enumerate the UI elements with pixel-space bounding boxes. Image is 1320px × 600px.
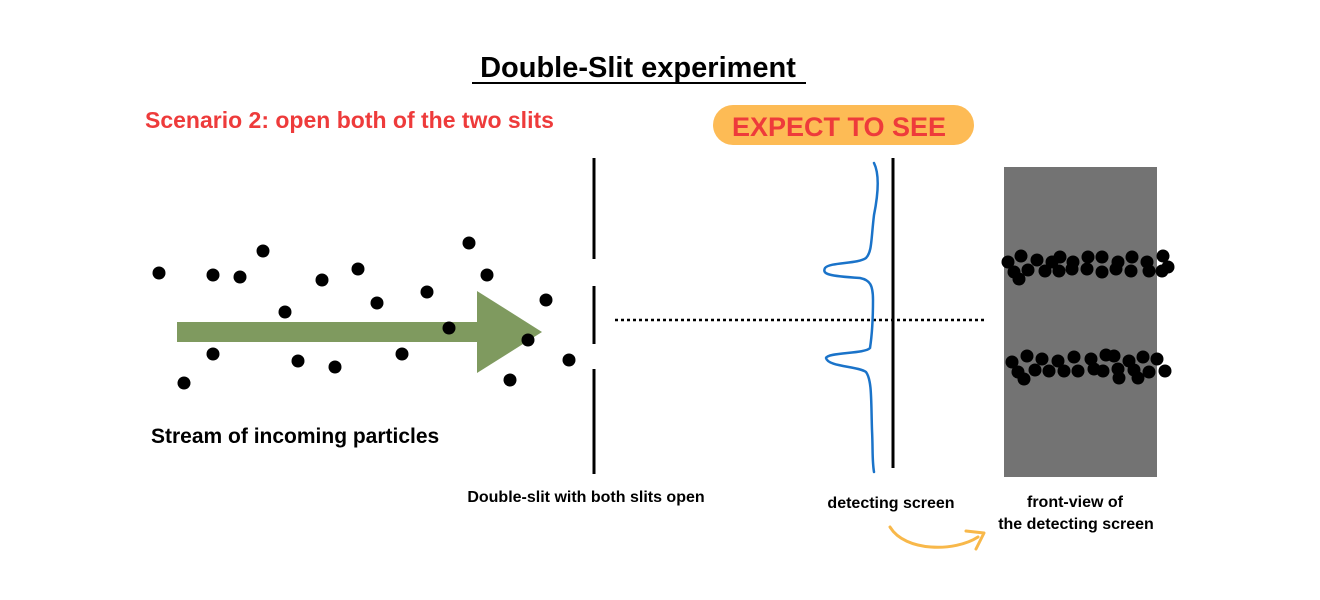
double-slit-label: Double-slit with both slits open (467, 489, 704, 506)
particle (1158, 364, 1172, 378)
scenario-label: Scenario 2: open both of the two slits (145, 107, 554, 133)
particle (1124, 264, 1138, 278)
particle (1080, 262, 1094, 276)
particle (206, 268, 220, 282)
particle (233, 270, 247, 284)
particle (1042, 364, 1056, 378)
particle (1001, 255, 1015, 269)
particle (1095, 250, 1109, 264)
particle (291, 354, 305, 368)
particle (1053, 250, 1067, 264)
particle (1012, 272, 1026, 286)
particle (1038, 264, 1052, 278)
front-view-band-bottom (1005, 348, 1172, 386)
front-view-label-line2: the detecting screen (998, 516, 1154, 533)
particle (1131, 371, 1145, 385)
particle (315, 273, 329, 287)
particle (1014, 249, 1028, 263)
particle (152, 266, 166, 280)
particle (1107, 349, 1121, 363)
particle (1142, 365, 1156, 379)
particle (328, 360, 342, 374)
particle (1065, 262, 1079, 276)
expect-badge-label: EXPECT TO SEE (732, 112, 946, 142)
intensity-curve (823, 161, 879, 474)
stream-label: Stream of incoming particles (151, 425, 439, 448)
curved-arrow-right-icon (888, 525, 986, 551)
particle (370, 296, 384, 310)
particle (278, 305, 292, 319)
particle (395, 347, 409, 361)
particle (177, 376, 191, 390)
front-view-label-line1: front-view of (1027, 494, 1124, 511)
incoming-particles (152, 236, 576, 390)
particle (1067, 350, 1081, 364)
particle (1125, 250, 1139, 264)
particle (1028, 363, 1042, 377)
particle (521, 333, 535, 347)
particle (1021, 263, 1035, 277)
front-view-panel (1004, 167, 1157, 477)
particle (1142, 264, 1156, 278)
particle (1071, 364, 1085, 378)
particle (1030, 253, 1044, 267)
particle (562, 353, 576, 367)
detecting-screen-label: detecting screen (827, 495, 954, 512)
particle (1051, 354, 1065, 368)
particle (1017, 372, 1031, 386)
particle (539, 293, 553, 307)
particle (503, 373, 517, 387)
particle (1156, 249, 1170, 263)
right-arrow-icon (177, 291, 542, 373)
diagram-title: Double-Slit experiment (480, 52, 796, 84)
particle (1057, 364, 1071, 378)
particle (1109, 262, 1123, 276)
particle (480, 268, 494, 282)
particle (1112, 371, 1126, 385)
expect-badge (713, 105, 974, 145)
particle (1095, 265, 1109, 279)
particle (1005, 355, 1019, 369)
particle (442, 321, 456, 335)
particle (1136, 350, 1150, 364)
particle (1096, 364, 1110, 378)
particle (351, 262, 365, 276)
particle (1081, 250, 1095, 264)
particle (1020, 349, 1034, 363)
particle (1084, 352, 1098, 366)
particle (420, 285, 434, 299)
particle (462, 236, 476, 250)
particle (206, 347, 220, 361)
particle (256, 244, 270, 258)
particle (1155, 264, 1169, 278)
particle (1035, 352, 1049, 366)
particle (1150, 352, 1164, 366)
particle (1052, 264, 1066, 278)
front-view-band-top (1001, 249, 1175, 286)
